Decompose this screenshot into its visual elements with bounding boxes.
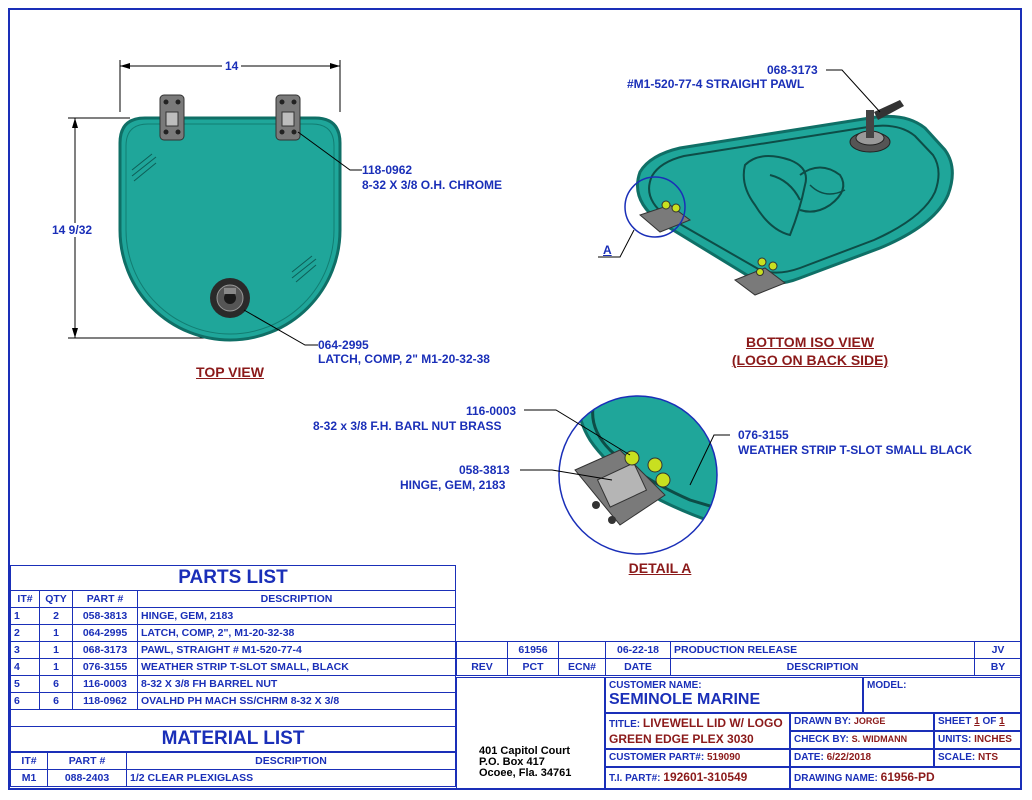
drawn-by-value: JORGE	[853, 716, 886, 726]
address-line1: 401 Capitol Court	[479, 745, 571, 757]
detail-marker-label: A	[603, 243, 612, 257]
iso-view-title-line1: BOTTOM ISO VIEW	[745, 334, 875, 350]
callout-pawl-part: 068-3173	[767, 63, 818, 77]
drawing-name-cell: DRAWING NAME: 61956-PD	[790, 767, 1022, 790]
company-address: 401 Capitol Court P.O. Box 417 Ocoee, Fl…	[456, 677, 605, 790]
iso-view-title-line2: (LOGO ON BACK SIDE)	[731, 352, 889, 368]
detail-circle-marker	[624, 176, 686, 238]
customer-part-cell: CUSTOMER PART#: 519090	[605, 749, 790, 767]
ti-part-value: 192601-310549	[663, 770, 748, 784]
scale-cell: SCALE: NTS	[934, 749, 1022, 767]
material-list-table: IT# PART # DESCRIPTION M1 088-2403 1/2 C…	[10, 752, 456, 787]
callout-weather-part: 076-3155	[738, 428, 789, 442]
hinge-left	[159, 94, 185, 141]
hinge-right	[275, 94, 301, 141]
material-header-description: DESCRIPTION	[126, 752, 456, 770]
material-list-title: MATERIAL LIST	[10, 726, 456, 752]
customer-name-cell: CUSTOMER NAME: SEMINOLE MARINE	[605, 677, 863, 713]
height-dimension: 14 9/32	[50, 223, 95, 237]
address-line3: Ocoee, Fla. 34761	[479, 767, 572, 779]
callout-hinge-desc: HINGE, GEM, 2183	[400, 478, 506, 492]
parts-header-item: IT#	[10, 590, 40, 608]
customer-name: SEMINOLE MARINE	[609, 691, 761, 708]
scale-value: NTS	[978, 752, 999, 763]
material-header-part: PART #	[47, 752, 127, 770]
callout-hinge-screw-part: 118-0962	[362, 163, 413, 177]
parts-header-part: PART #	[72, 590, 138, 608]
sheet-cell: SHEET 1 OF 1	[934, 713, 1022, 731]
lid-top-view	[118, 116, 342, 342]
revision-header: REV PCT ECN# DATE DESCRIPTION BY	[456, 658, 1022, 676]
callout-hinge-part: 058-3813	[459, 463, 510, 477]
parts-list-title: PARTS LIST	[10, 565, 456, 591]
callout-pawl-desc: #M1-520-77-4 STRAIGHT PAWL	[627, 77, 805, 91]
table-row: M1 088-2403 1/2 CLEAR PLEXIGLASS	[10, 769, 456, 787]
callout-barrel-nut-part: 116-0003	[466, 404, 517, 418]
date-cell: DATE: 6/22/2018	[790, 749, 934, 767]
drawing-name-value: 61956-PD	[880, 770, 935, 784]
model-cell: MODEL:	[863, 677, 1022, 713]
parts-header-qty: QTY	[39, 590, 73, 608]
callout-barrel-nut-desc: 8-32 x 3/8 F.H. BARL NUT BRASS	[313, 419, 502, 433]
width-dimension: 14	[222, 59, 242, 73]
callout-latch-desc: LATCH, COMP, 2" M1-20-32-38	[318, 352, 490, 366]
callout-latch-part: 064-2995	[318, 338, 369, 352]
drawn-by-cell: DRAWN BY: JORGE	[790, 713, 934, 731]
ti-part-cell: T.I. PART#: 192601-310549	[605, 767, 790, 790]
lid-iso-view	[636, 100, 954, 296]
title-cell: TITLE: LIVEWELL LID W/ LOGO GREEN EDGE P…	[605, 713, 790, 749]
units-value: INCHES	[974, 734, 1012, 745]
top-view-title: TOP VIEW	[196, 364, 264, 380]
material-header-item: IT#	[10, 752, 48, 770]
date-value: 6/22/2018	[826, 752, 872, 763]
revision-row: 61956 06-22-18 PRODUCTION RELEASE JV	[456, 641, 1022, 659]
drawing-title-line1: LIVEWELL LID W/ LOGO	[642, 716, 783, 730]
detail-a-title: DETAIL A	[628, 560, 692, 576]
callout-weather-desc: WEATHER STRIP T-SLOT SMALL BLACK	[738, 443, 972, 457]
callout-hinge-screw-desc: 8-32 X 3/8 O.H. CHROME	[362, 178, 503, 192]
drawing-title-line2: GREEN EDGE PLEX 3030	[609, 732, 754, 746]
latch-top-view	[210, 278, 250, 318]
address-line2: P.O. Box 417	[479, 756, 545, 768]
check-by-value: S. WIDMANN	[851, 734, 908, 744]
units-cell: UNITS: INCHES	[934, 731, 1022, 749]
detail-a-view	[558, 395, 718, 555]
parts-header-description: DESCRIPTION	[137, 590, 456, 608]
check-by-cell: CHECK BY: S. WIDMANN	[790, 731, 934, 749]
revision-table: 61956 06-22-18 PRODUCTION RELEASE JV REV…	[456, 641, 1022, 676]
customer-part-value: 519090	[706, 752, 741, 763]
